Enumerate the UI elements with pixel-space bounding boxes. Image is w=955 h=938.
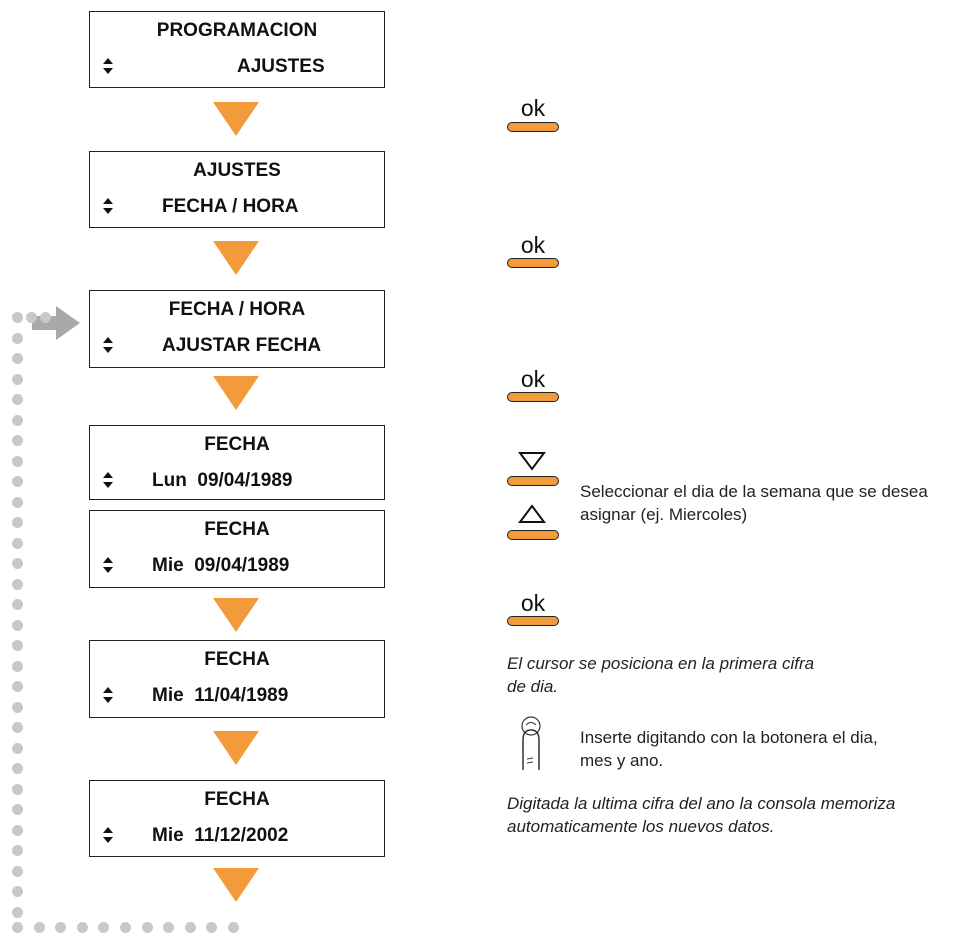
screen-line-1: FECHA <box>204 649 270 670</box>
loop-dot <box>228 922 239 933</box>
flow-down-arrow-icon <box>213 731 259 765</box>
loop-dot <box>12 373 23 385</box>
loop-dot <box>12 353 23 364</box>
loop-dot <box>120 922 131 933</box>
loop-dot <box>12 537 23 549</box>
ok-key-label: ok <box>520 366 546 392</box>
loop-dot <box>12 578 23 590</box>
loop-dot <box>12 742 23 754</box>
ok-key-pill[interactable] <box>507 392 559 402</box>
display-screen-fecha-hora: FECHA / HORA AJUSTAR FECHA <box>89 290 385 368</box>
loop-dot <box>12 845 23 856</box>
loop-dot <box>12 619 23 631</box>
loop-dot <box>12 455 23 467</box>
ok-key[interactable]: ok <box>507 232 559 272</box>
up-down-arrows-icon <box>103 198 113 214</box>
ok-key-label: ok <box>520 232 546 258</box>
loop-dot <box>141 922 153 933</box>
loop-dot <box>12 476 23 487</box>
loop-dot <box>12 865 23 877</box>
ok-key-label: ok <box>520 590 546 616</box>
loop-dot <box>98 922 110 933</box>
screen-line-1: PROGRAMACION <box>156 20 318 41</box>
up-down-arrows-icon <box>103 472 113 488</box>
flow-down-arrow-icon <box>213 598 259 632</box>
down-triangle-icon <box>518 452 546 471</box>
up-down-arrows-icon <box>103 557 113 573</box>
cursor-note: El cursor se posiciona en la primera cif… <box>507 654 815 696</box>
loop-dot <box>12 763 23 774</box>
loop-dot <box>76 922 88 933</box>
screen-line-1: FECHA / HORA <box>168 299 306 320</box>
screen-line-1: AJUSTES <box>193 160 281 181</box>
loop-dot <box>12 722 23 733</box>
loop-dot <box>12 886 23 897</box>
loop-dot <box>12 660 23 672</box>
flow-down-arrow-icon <box>213 102 259 136</box>
ok-key[interactable]: ok <box>507 95 559 135</box>
screen-line-2: FECHA / HORA <box>162 196 299 217</box>
screen-line-1: FECHA <box>204 519 270 540</box>
loop-dot <box>33 922 45 933</box>
loop-dot <box>12 332 23 344</box>
display-screen-ajustes: AJUSTES FECHA / HORA <box>89 151 385 228</box>
loop-dot <box>12 517 23 528</box>
screen-line-1: FECHA <box>204 789 270 810</box>
screen-line-2: Mie 09/04/1989 <box>152 555 290 576</box>
screen-line-2: Mie 11/12/2002 <box>152 825 289 846</box>
display-screen-fecha-mie-3: FECHA Mie 11/12/2002 <box>89 780 385 857</box>
ok-key-pill[interactable] <box>507 258 559 268</box>
display-screen-fecha-mie-1: FECHA Mie 09/04/1989 <box>89 510 385 588</box>
up-down-arrows-icon <box>103 827 113 843</box>
loop-back-arrow-icon <box>32 306 80 340</box>
loop-dot <box>12 681 23 692</box>
up-down-arrows-icon <box>103 687 113 703</box>
loop-dot <box>12 922 23 933</box>
loop-dot <box>12 640 23 651</box>
finger-press-icon <box>521 716 541 770</box>
flow-down-arrow-icon <box>213 241 259 275</box>
loop-dot <box>40 312 51 323</box>
screen-line-2: Lun 09/04/1989 <box>152 470 293 491</box>
loop-dot <box>12 496 23 508</box>
loop-dot <box>12 783 23 795</box>
up-down-arrows-icon <box>103 58 113 74</box>
loop-dot <box>26 312 37 323</box>
loop-dot <box>163 922 175 933</box>
ok-key-label: ok <box>520 95 546 121</box>
loop-dot <box>206 922 218 933</box>
up-key[interactable] <box>507 530 559 540</box>
display-screen-fecha-mie-2: FECHA Mie 11/04/1989 <box>89 640 385 718</box>
loop-dot <box>12 804 23 815</box>
screen-line-2: AJUSTES <box>237 56 325 77</box>
loop-dot <box>12 824 23 836</box>
ok-key-pill[interactable] <box>507 616 559 626</box>
loop-dot <box>12 312 23 323</box>
flow-down-arrow-icon <box>213 376 259 410</box>
loop-dot <box>55 922 67 933</box>
loop-dot <box>12 435 23 446</box>
loop-dot <box>12 558 23 569</box>
ok-key[interactable]: ok <box>507 590 559 630</box>
select-day-instruction: Seleccionar el dia de la semana que se d… <box>580 482 928 524</box>
up-triangle-icon <box>518 504 546 523</box>
loop-dot <box>184 922 196 933</box>
ok-key[interactable]: ok <box>507 366 559 406</box>
screen-line-2: AJUSTAR FECHA <box>162 335 322 356</box>
screen-line-1: FECHA <box>204 434 270 455</box>
ok-key-pill[interactable] <box>507 122 559 132</box>
loop-dot <box>12 394 23 405</box>
auto-save-note: Digitada la ultima cifra del ano la cons… <box>507 794 896 836</box>
loop-dot <box>12 414 23 426</box>
display-screen-fecha-lun: FECHA Lun 09/04/1989 <box>89 425 385 500</box>
screen-line-2: Mie 11/04/1989 <box>152 685 289 706</box>
insert-digits-instruction: Inserte digitando con la botonera el dia… <box>580 728 878 770</box>
flow-down-arrow-icon <box>213 868 259 902</box>
down-key[interactable] <box>507 476 559 486</box>
display-screen-programacion: PROGRAMACION AJUSTES <box>89 11 385 88</box>
up-down-arrows-icon <box>103 337 113 353</box>
loop-dot <box>12 701 23 713</box>
loop-dot <box>12 906 23 918</box>
loop-dot <box>12 599 23 610</box>
